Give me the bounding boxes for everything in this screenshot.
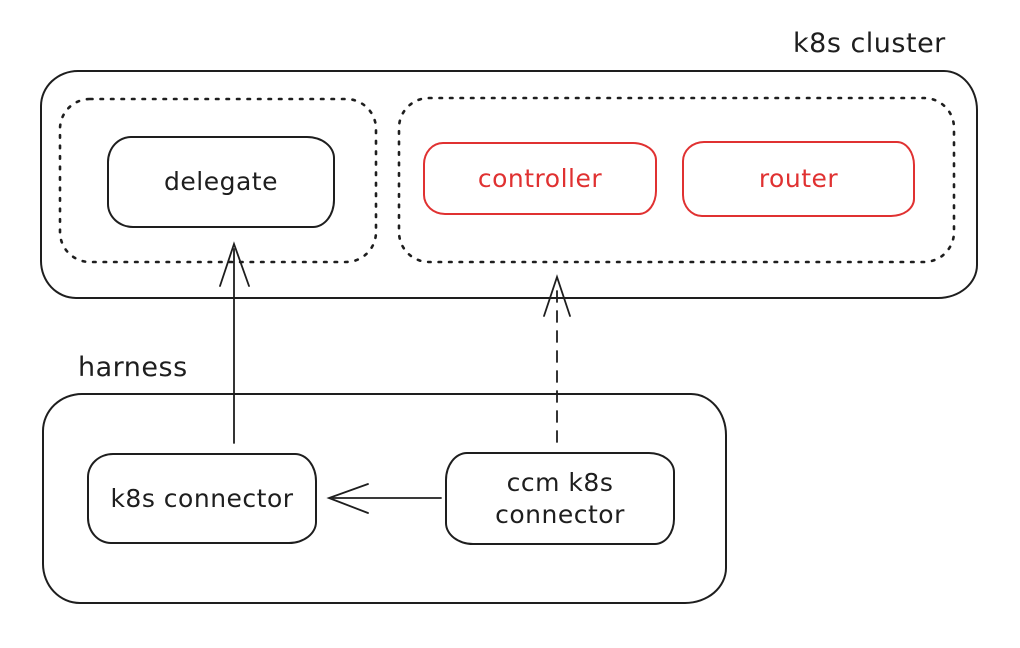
router-node-label: router xyxy=(758,164,839,194)
k8s-connector-node: k8s connector xyxy=(87,453,317,544)
delegate-node: delegate xyxy=(107,136,335,228)
ccm-k8s-connector-node: ccm k8s connector xyxy=(445,452,675,545)
k8s-connector-node-label: k8s connector xyxy=(110,483,294,513)
controller-node: controller xyxy=(423,142,657,215)
router-node: router xyxy=(682,141,915,217)
ccm-k8s-connector-node-label-line2: connector xyxy=(495,499,625,529)
controller-node-label: controller xyxy=(477,163,603,193)
harness-container xyxy=(42,393,727,604)
k8s-cluster-label: k8s cluster xyxy=(793,28,946,59)
k8s-cluster-container xyxy=(40,70,978,299)
harness-label: harness xyxy=(78,352,188,383)
delegate-node-label: delegate xyxy=(164,167,278,197)
ccm-k8s-connector-node-label-line1: ccm k8s xyxy=(506,468,614,498)
